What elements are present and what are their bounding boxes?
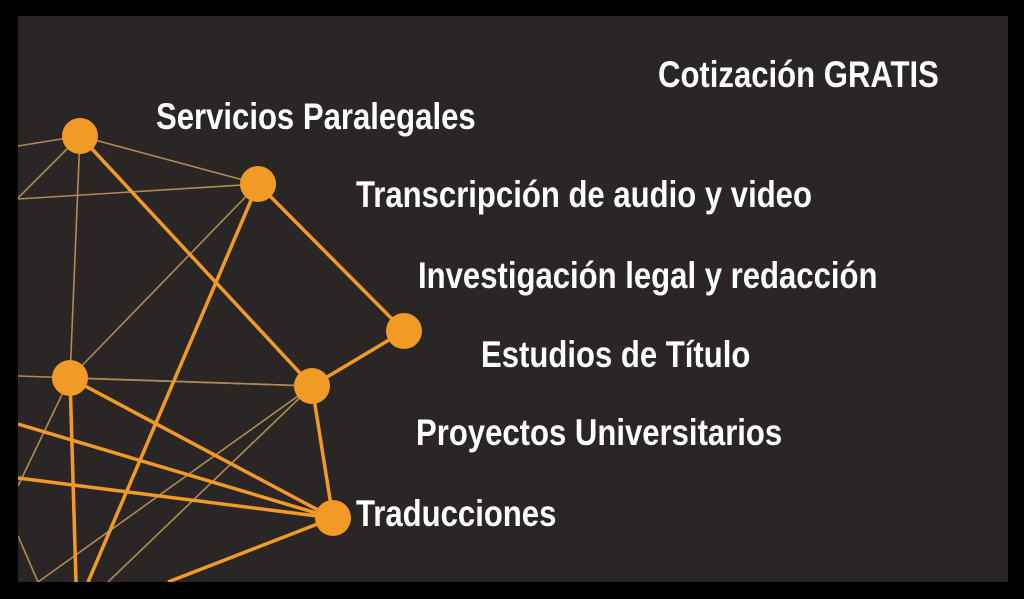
service-title-studies: Estudios de Título <box>481 334 751 375</box>
network-thin-lines <box>18 135 313 582</box>
free-quote-heading: Cotización GRATIS <box>658 54 939 95</box>
service-legal-research: Investigación legal y redacción <box>418 255 878 296</box>
service-translations: Traducciones <box>356 493 557 534</box>
network-graphic <box>18 118 422 582</box>
network-node <box>294 368 330 404</box>
network-node <box>62 118 98 154</box>
service-transcription: Transcripción de audio y video <box>356 174 812 215</box>
network-node <box>52 360 88 396</box>
network-nodes <box>52 118 422 536</box>
service-paralegal: Servicios Paralegales <box>156 96 476 137</box>
network-thick-lines <box>18 134 406 582</box>
service-card: Cotización GRATIS Servicios Paralegales … <box>18 16 1008 582</box>
network-node <box>315 500 351 536</box>
network-node <box>240 166 276 202</box>
service-university-projects: Proyectos Universitarios <box>416 412 783 453</box>
network-node <box>386 313 422 349</box>
